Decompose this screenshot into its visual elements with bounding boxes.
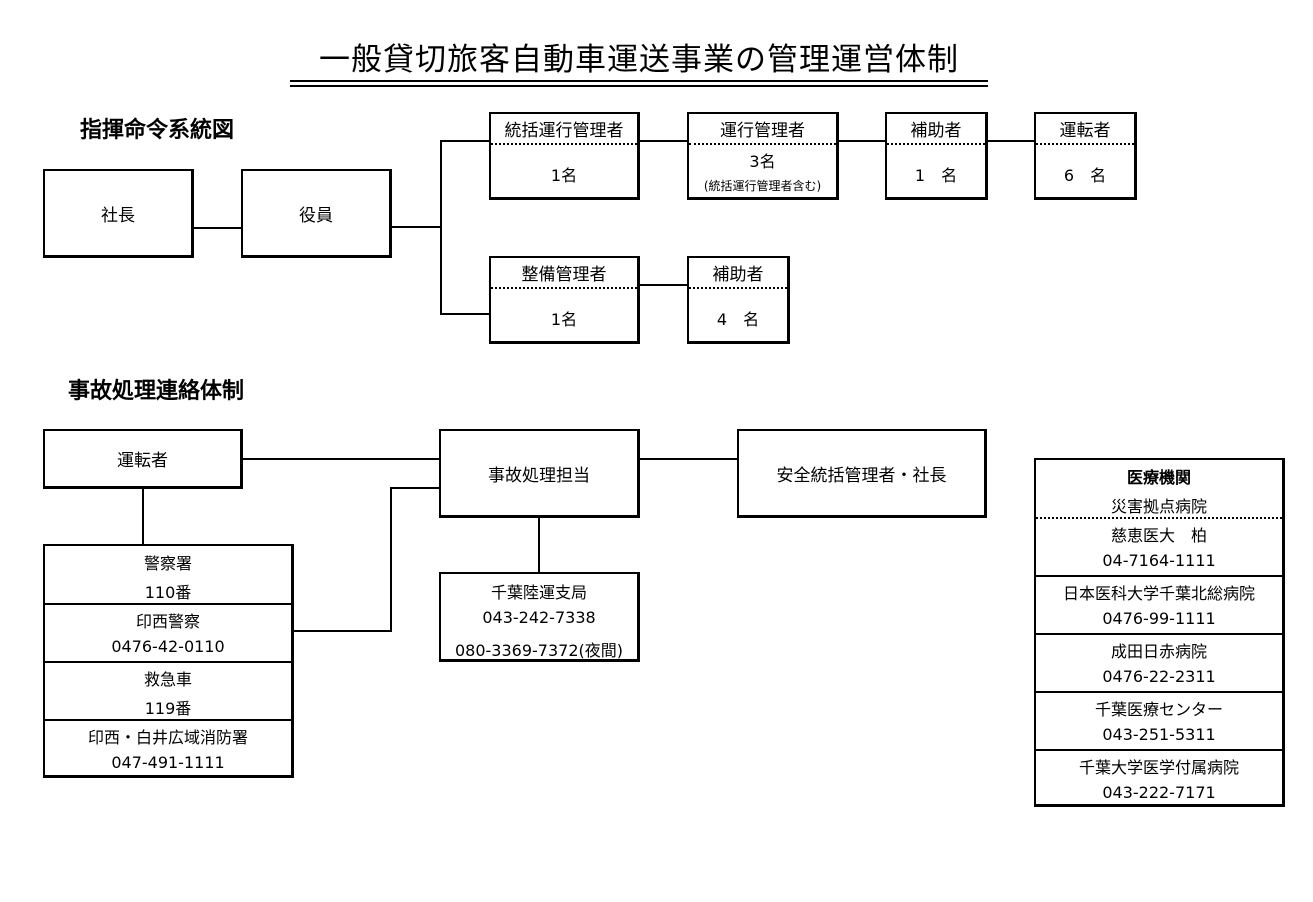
driver-emergency-connector: [142, 489, 144, 545]
emergency-divider-1: [45, 603, 291, 605]
emergency-divider-2: [45, 661, 291, 663]
ops-manager-count: 3名: [749, 152, 776, 171]
page-title: 一般貸切旅客自動車運送事業の管理運営体制: [290, 30, 988, 90]
hospital-divider-4: [1036, 749, 1282, 751]
emergency-number-2: 0476-42-0110: [111, 637, 225, 656]
branch-upper-connector: [440, 140, 490, 142]
emergency-divider-3: [45, 719, 291, 721]
ops-manager-box: 運行管理者 3名 (統括運行管理者含む): [687, 112, 839, 200]
emergency-elbow-top: [390, 487, 440, 489]
president-box: 社長: [43, 169, 194, 258]
ops-manager-note: (統括運行管理者含む): [703, 179, 822, 193]
mm-assistant-connector: [640, 284, 688, 286]
accident-contact-heading: 事故処理連絡体制: [68, 379, 245, 404]
emergency-name-4: 印西・白井広域消防署: [87, 728, 248, 747]
accident-handler-label: 事故処理担当: [488, 465, 590, 486]
gom-om-connector: [640, 140, 688, 142]
maintenance-manager-box: 整備管理者 1名: [489, 256, 640, 344]
hospital-phone-5: 043-222-7171: [1102, 783, 1216, 802]
drivers-title: 運転者: [1036, 114, 1134, 145]
hospital-name-1: 慈恵医大 柏: [1110, 526, 1207, 545]
emergency-contacts-box: 警察署 110番 印西警察 0476-42-0110 救急車 119番 印西・白…: [43, 544, 294, 778]
maintenance-assistant-title: 補助者: [689, 258, 787, 289]
accident-handler-box: 事故処理担当: [439, 429, 640, 518]
command-chain-heading: 指揮命令系統図: [80, 118, 235, 143]
general-ops-manager-box: 統括運行管理者 1名: [489, 112, 640, 200]
transport-bureau-name: 千葉陸運支局: [490, 583, 587, 602]
transport-bureau-night-phone: 080-3369-7372(夜間): [454, 641, 623, 660]
maintenance-manager-title: 整備管理者: [491, 258, 637, 289]
emergency-number-4: 047-491-1111: [111, 753, 225, 772]
hospital-name-2: 日本医科大学千葉北総病院: [1062, 584, 1255, 603]
title-underline-top: [290, 80, 988, 82]
president-officer-connector: [194, 227, 242, 229]
emergency-elbow-vertical: [390, 487, 392, 632]
hospital-name-4: 千葉医療センター: [1094, 700, 1223, 719]
medical-subtitle: 災害拠点病院: [1110, 497, 1207, 516]
hospital-divider-2: [1036, 633, 1282, 635]
assistant-driver-connector: [988, 140, 1035, 142]
drivers-count: 6 名: [1063, 166, 1107, 185]
ops-manager-title: 運行管理者: [689, 114, 836, 145]
hospital-phone-1: 04-7164-1111: [1102, 551, 1216, 570]
officer-box: 役員: [241, 169, 392, 258]
hospital-name-5: 千葉大学医学付属病院: [1078, 758, 1239, 777]
drivers-box: 運転者 6 名: [1034, 112, 1137, 200]
page-title-text: 一般貸切旅客自動車運送事業の管理運営体制: [319, 42, 959, 78]
hospital-phone-4: 043-251-5311: [1102, 725, 1216, 744]
transport-bureau-box: 千葉陸運支局 043-242-7338 080-3369-7372(夜間): [439, 572, 640, 662]
accident-driver-box: 運転者: [43, 429, 243, 489]
general-ops-manager-count: 1名: [550, 166, 578, 185]
accident-driver-label: 運転者: [117, 451, 168, 471]
general-ops-manager-title: 統括運行管理者: [491, 114, 637, 145]
ops-assistant-box: 補助者 1 名: [885, 112, 988, 200]
om-assistant-connector: [839, 140, 886, 142]
driver-handler-connector: [243, 458, 440, 460]
emergency-elbow-bottom: [292, 630, 391, 632]
transport-bureau-phone: 043-242-7338: [482, 608, 596, 627]
president-label: 社長: [101, 205, 135, 226]
maintenance-assistant-count: 4 名: [716, 310, 760, 329]
officer-branch-connector: [392, 226, 441, 228]
emergency-name-2: 印西警察: [135, 612, 200, 631]
maintenance-assistant-box: 補助者 4 名: [687, 256, 790, 344]
handler-safety-connector: [640, 458, 738, 460]
medical-title: 医療機関: [1126, 468, 1191, 487]
branch-vertical-line: [440, 140, 442, 315]
handler-bureau-connector: [538, 518, 540, 573]
emergency-number-3: 119番: [144, 699, 192, 718]
medical-header-divider: [1036, 517, 1282, 519]
emergency-name-3: 救急車: [143, 670, 192, 689]
hospital-name-3: 成田日赤病院: [1110, 642, 1207, 661]
medical-institutions-box: 医療機関 災害拠点病院 慈恵医大 柏 04-7164-1111 日本医科大学千葉…: [1034, 458, 1285, 807]
safety-manager-box: 安全統括管理者・社長: [737, 429, 987, 518]
hospital-phone-3: 0476-22-2311: [1102, 667, 1216, 686]
hospital-divider-3: [1036, 691, 1282, 693]
title-underline-bottom: [290, 85, 988, 87]
branch-lower-connector: [440, 313, 490, 315]
hospital-divider-1: [1036, 575, 1282, 577]
emergency-number-1: 110番: [144, 583, 192, 602]
officer-label: 役員: [299, 205, 333, 226]
emergency-name-1: 警察署: [143, 554, 192, 573]
maintenance-manager-count: 1名: [550, 310, 578, 329]
ops-assistant-title: 補助者: [887, 114, 985, 145]
ops-assistant-count: 1 名: [914, 166, 958, 185]
safety-manager-label: 安全統括管理者・社長: [776, 465, 947, 486]
hospital-phone-2: 0476-99-1111: [1102, 609, 1216, 628]
